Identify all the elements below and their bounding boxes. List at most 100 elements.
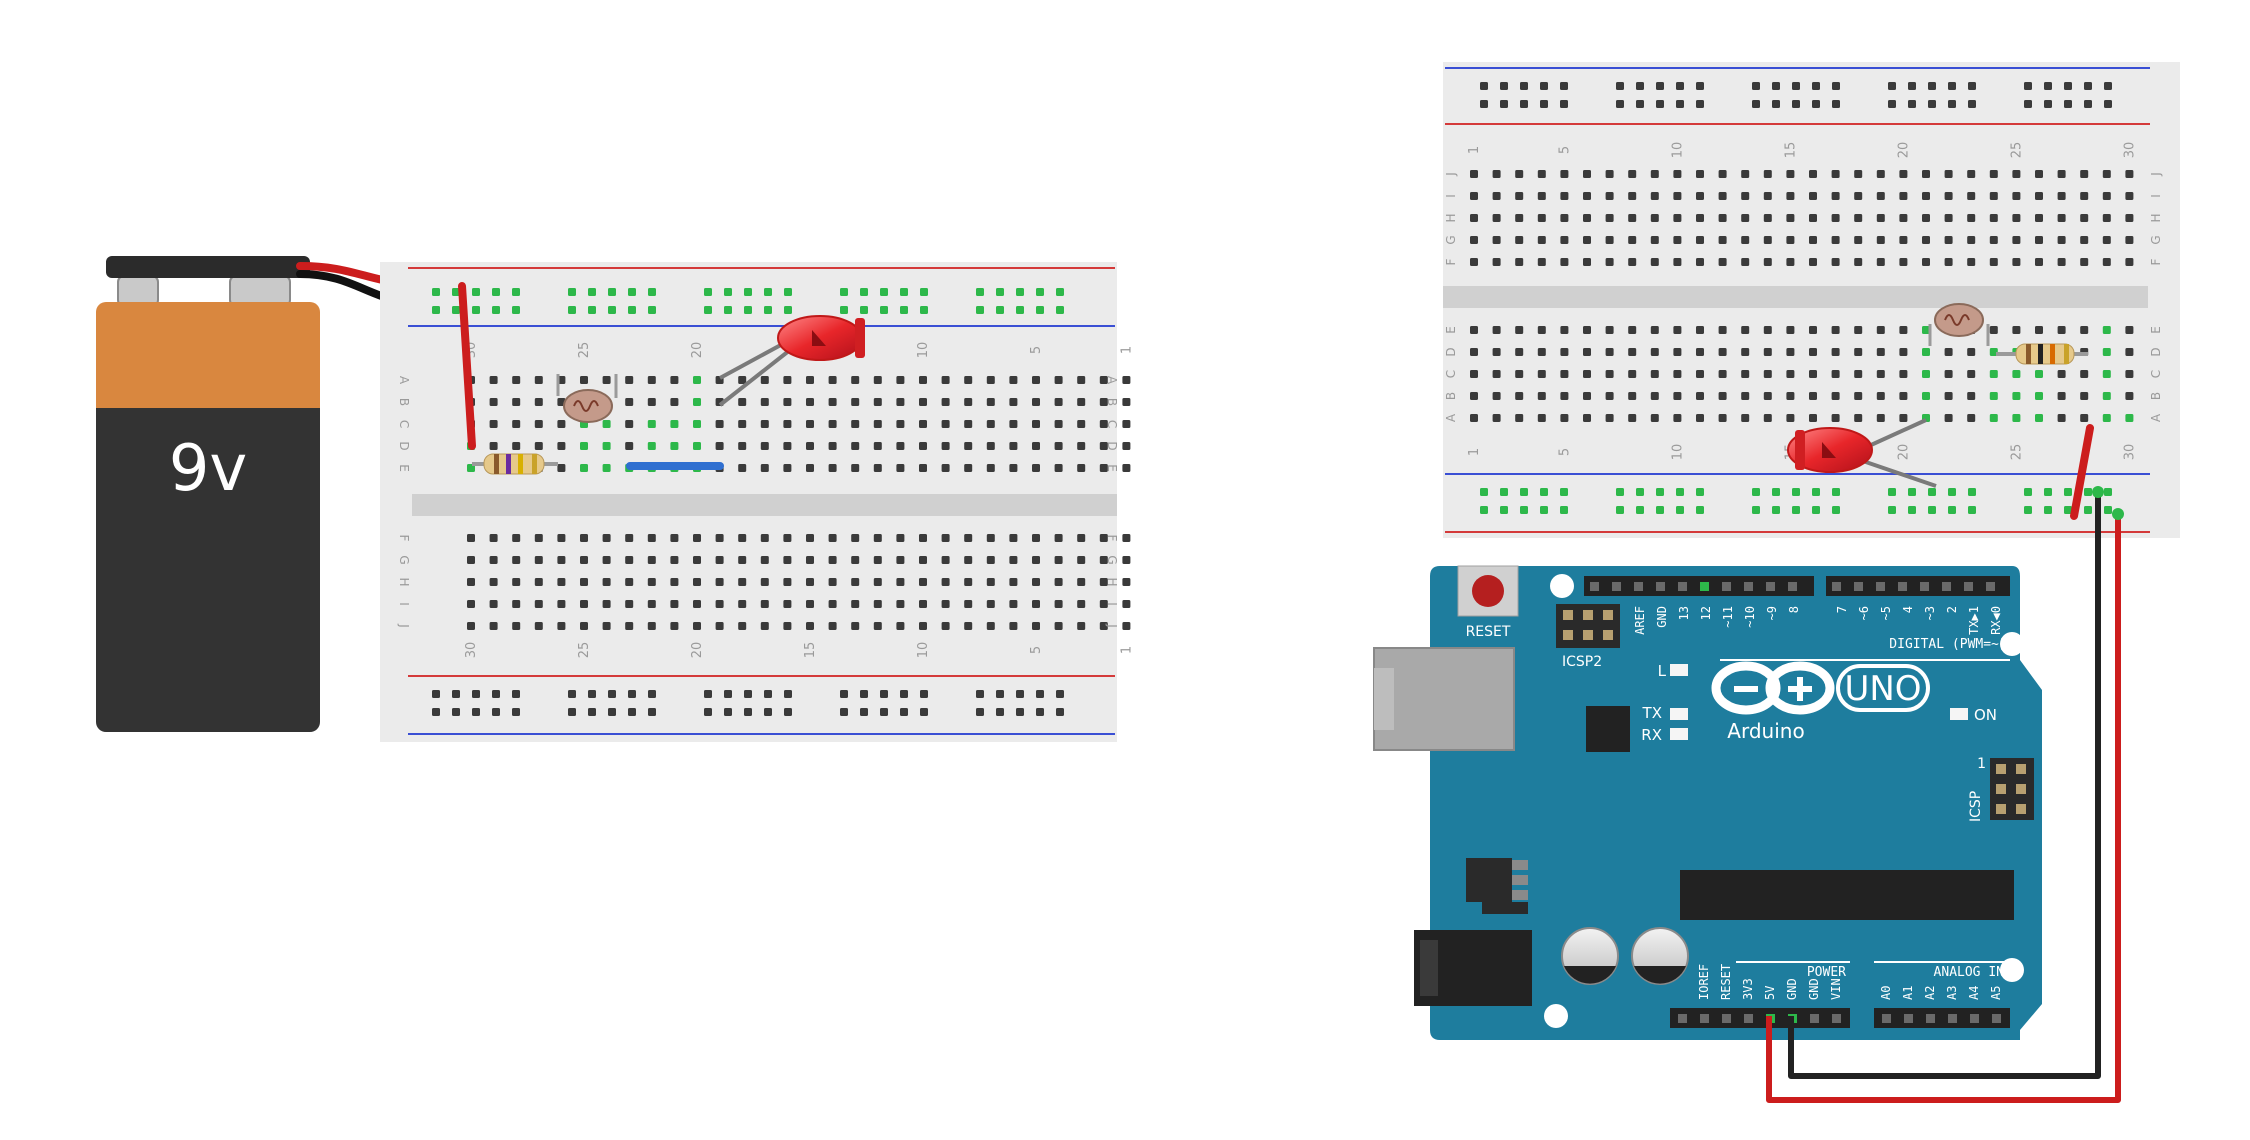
breadboard-hole — [806, 464, 814, 472]
breadboard-hole — [941, 600, 950, 608]
breadboard-hole — [873, 534, 882, 542]
breadboard-hole — [1696, 488, 1704, 496]
breadboard-hole — [1492, 214, 1501, 222]
breadboard-hole — [806, 442, 814, 450]
breadboard-hole — [1922, 192, 1930, 200]
row-letter: J — [1105, 623, 1119, 628]
breadboard-hole — [896, 420, 905, 428]
column-number: 25 — [2009, 142, 2024, 159]
breadboard-hole — [1772, 100, 1780, 108]
row-letter: J — [1444, 172, 1458, 177]
breadboard-hole — [1673, 192, 1682, 200]
breadboard-hole — [580, 578, 588, 586]
breadboard-hole — [1605, 392, 1614, 400]
row-letter: H — [1444, 213, 1458, 222]
breadboard-hole — [647, 600, 656, 608]
breadboard-hole — [1077, 464, 1086, 472]
breadboard-hole — [715, 622, 724, 630]
breadboard-hole — [964, 556, 973, 564]
breadboard-hole — [1520, 82, 1528, 90]
row-letter: C — [2149, 370, 2163, 378]
breadboard-hole — [2080, 236, 2089, 244]
breadboard-hole — [2125, 326, 2134, 334]
breadboard-hole — [1696, 414, 1704, 422]
breadboard-hole — [2064, 82, 2072, 90]
header-pin — [1898, 582, 1907, 591]
breadboard-hole — [2035, 214, 2043, 222]
breadboard-hole — [1492, 414, 1501, 422]
breadboard-hole — [1854, 326, 1863, 334]
reset-button-cap[interactable] — [1472, 575, 1504, 607]
battery-label: 9v — [169, 432, 248, 506]
breadboard-hole — [1899, 192, 1908, 200]
breadboard-hole — [964, 622, 973, 630]
breadboard-hole — [1718, 414, 1727, 422]
row-letter: J — [397, 623, 411, 628]
breadboard-hole — [1122, 464, 1131, 472]
breadboard-hole — [1741, 170, 1750, 178]
breadboard-hole — [896, 464, 905, 472]
breadboard-hole — [1676, 82, 1684, 90]
breadboard-hole — [2125, 414, 2134, 422]
breadboard-hole — [2012, 414, 2021, 422]
breadboard-hole — [1752, 488, 1760, 496]
breadboard-hole — [873, 398, 882, 406]
breadboard-hole — [489, 622, 498, 630]
breadboard-hole — [760, 376, 769, 384]
breadboard-hole — [783, 556, 792, 564]
breadboard-hole — [900, 690, 908, 698]
column-number: 20 — [690, 342, 705, 359]
breadboard-hole — [1628, 326, 1637, 334]
breadboard-hole — [2102, 258, 2111, 266]
mounting-hole-1 — [1550, 574, 1574, 598]
breadboard-hole — [1809, 236, 1817, 244]
breadboard-hole — [919, 534, 927, 542]
breadboard-hole — [1967, 348, 1976, 356]
breadboard-hole — [1009, 534, 1018, 542]
breadboard-hole — [1832, 100, 1840, 108]
breadboard-hole — [964, 534, 973, 542]
breadboard-hole — [1032, 464, 1040, 472]
breadboard-left: 303025252020151510105511AABBCCDDEEFFGGHH… — [380, 262, 1134, 742]
breadboard-hole — [1056, 288, 1064, 296]
breadboard-hole — [1922, 348, 1930, 356]
breadboard-hole — [1500, 82, 1508, 90]
breadboard-hole — [828, 464, 837, 472]
breadboard-hole — [851, 600, 860, 608]
breadboard-hole — [2080, 370, 2089, 378]
row-letter: F — [1444, 258, 1458, 265]
breadboard-hole — [1009, 556, 1018, 564]
digital-pin-label: 13 — [1677, 606, 1691, 620]
breadboard-hole — [625, 622, 634, 630]
breadboard-hole — [1122, 534, 1131, 542]
breadboard-hole — [2024, 100, 2032, 108]
breadboard-hole — [1928, 100, 1936, 108]
breadboard-hole — [1876, 170, 1885, 178]
breadboard-hole — [1854, 392, 1863, 400]
breadboard-hole — [1537, 214, 1546, 222]
breadboard-hole — [783, 442, 792, 450]
breadboard-hole — [1605, 370, 1614, 378]
breadboard-hole — [1560, 236, 1569, 244]
breadboard-hole — [489, 442, 498, 450]
breadboard-hole — [1989, 348, 1998, 356]
breadboard-hole — [2102, 236, 2111, 244]
breadboard-hole — [1922, 214, 1930, 222]
breadboard-hole — [557, 534, 566, 542]
breadboard-hole — [1054, 398, 1063, 406]
breadboard-hole — [693, 376, 701, 384]
breadboard-hole — [1888, 506, 1896, 514]
power-pin-label: VIN — [1829, 978, 1843, 1000]
reset-button[interactable] — [1457, 565, 1519, 617]
breadboard-hole — [1854, 414, 1863, 422]
breadboard-hole — [1054, 578, 1063, 586]
breadboard-hole — [1673, 170, 1682, 178]
breadboard-hole — [2080, 170, 2089, 178]
breadboard-hole — [1763, 192, 1772, 200]
breadboard-hole — [602, 442, 611, 450]
breadboard-hole — [2057, 214, 2066, 222]
breadboard-hole — [1628, 348, 1637, 356]
breadboard-hole — [1718, 392, 1727, 400]
breadboard-hole — [2102, 326, 2111, 334]
